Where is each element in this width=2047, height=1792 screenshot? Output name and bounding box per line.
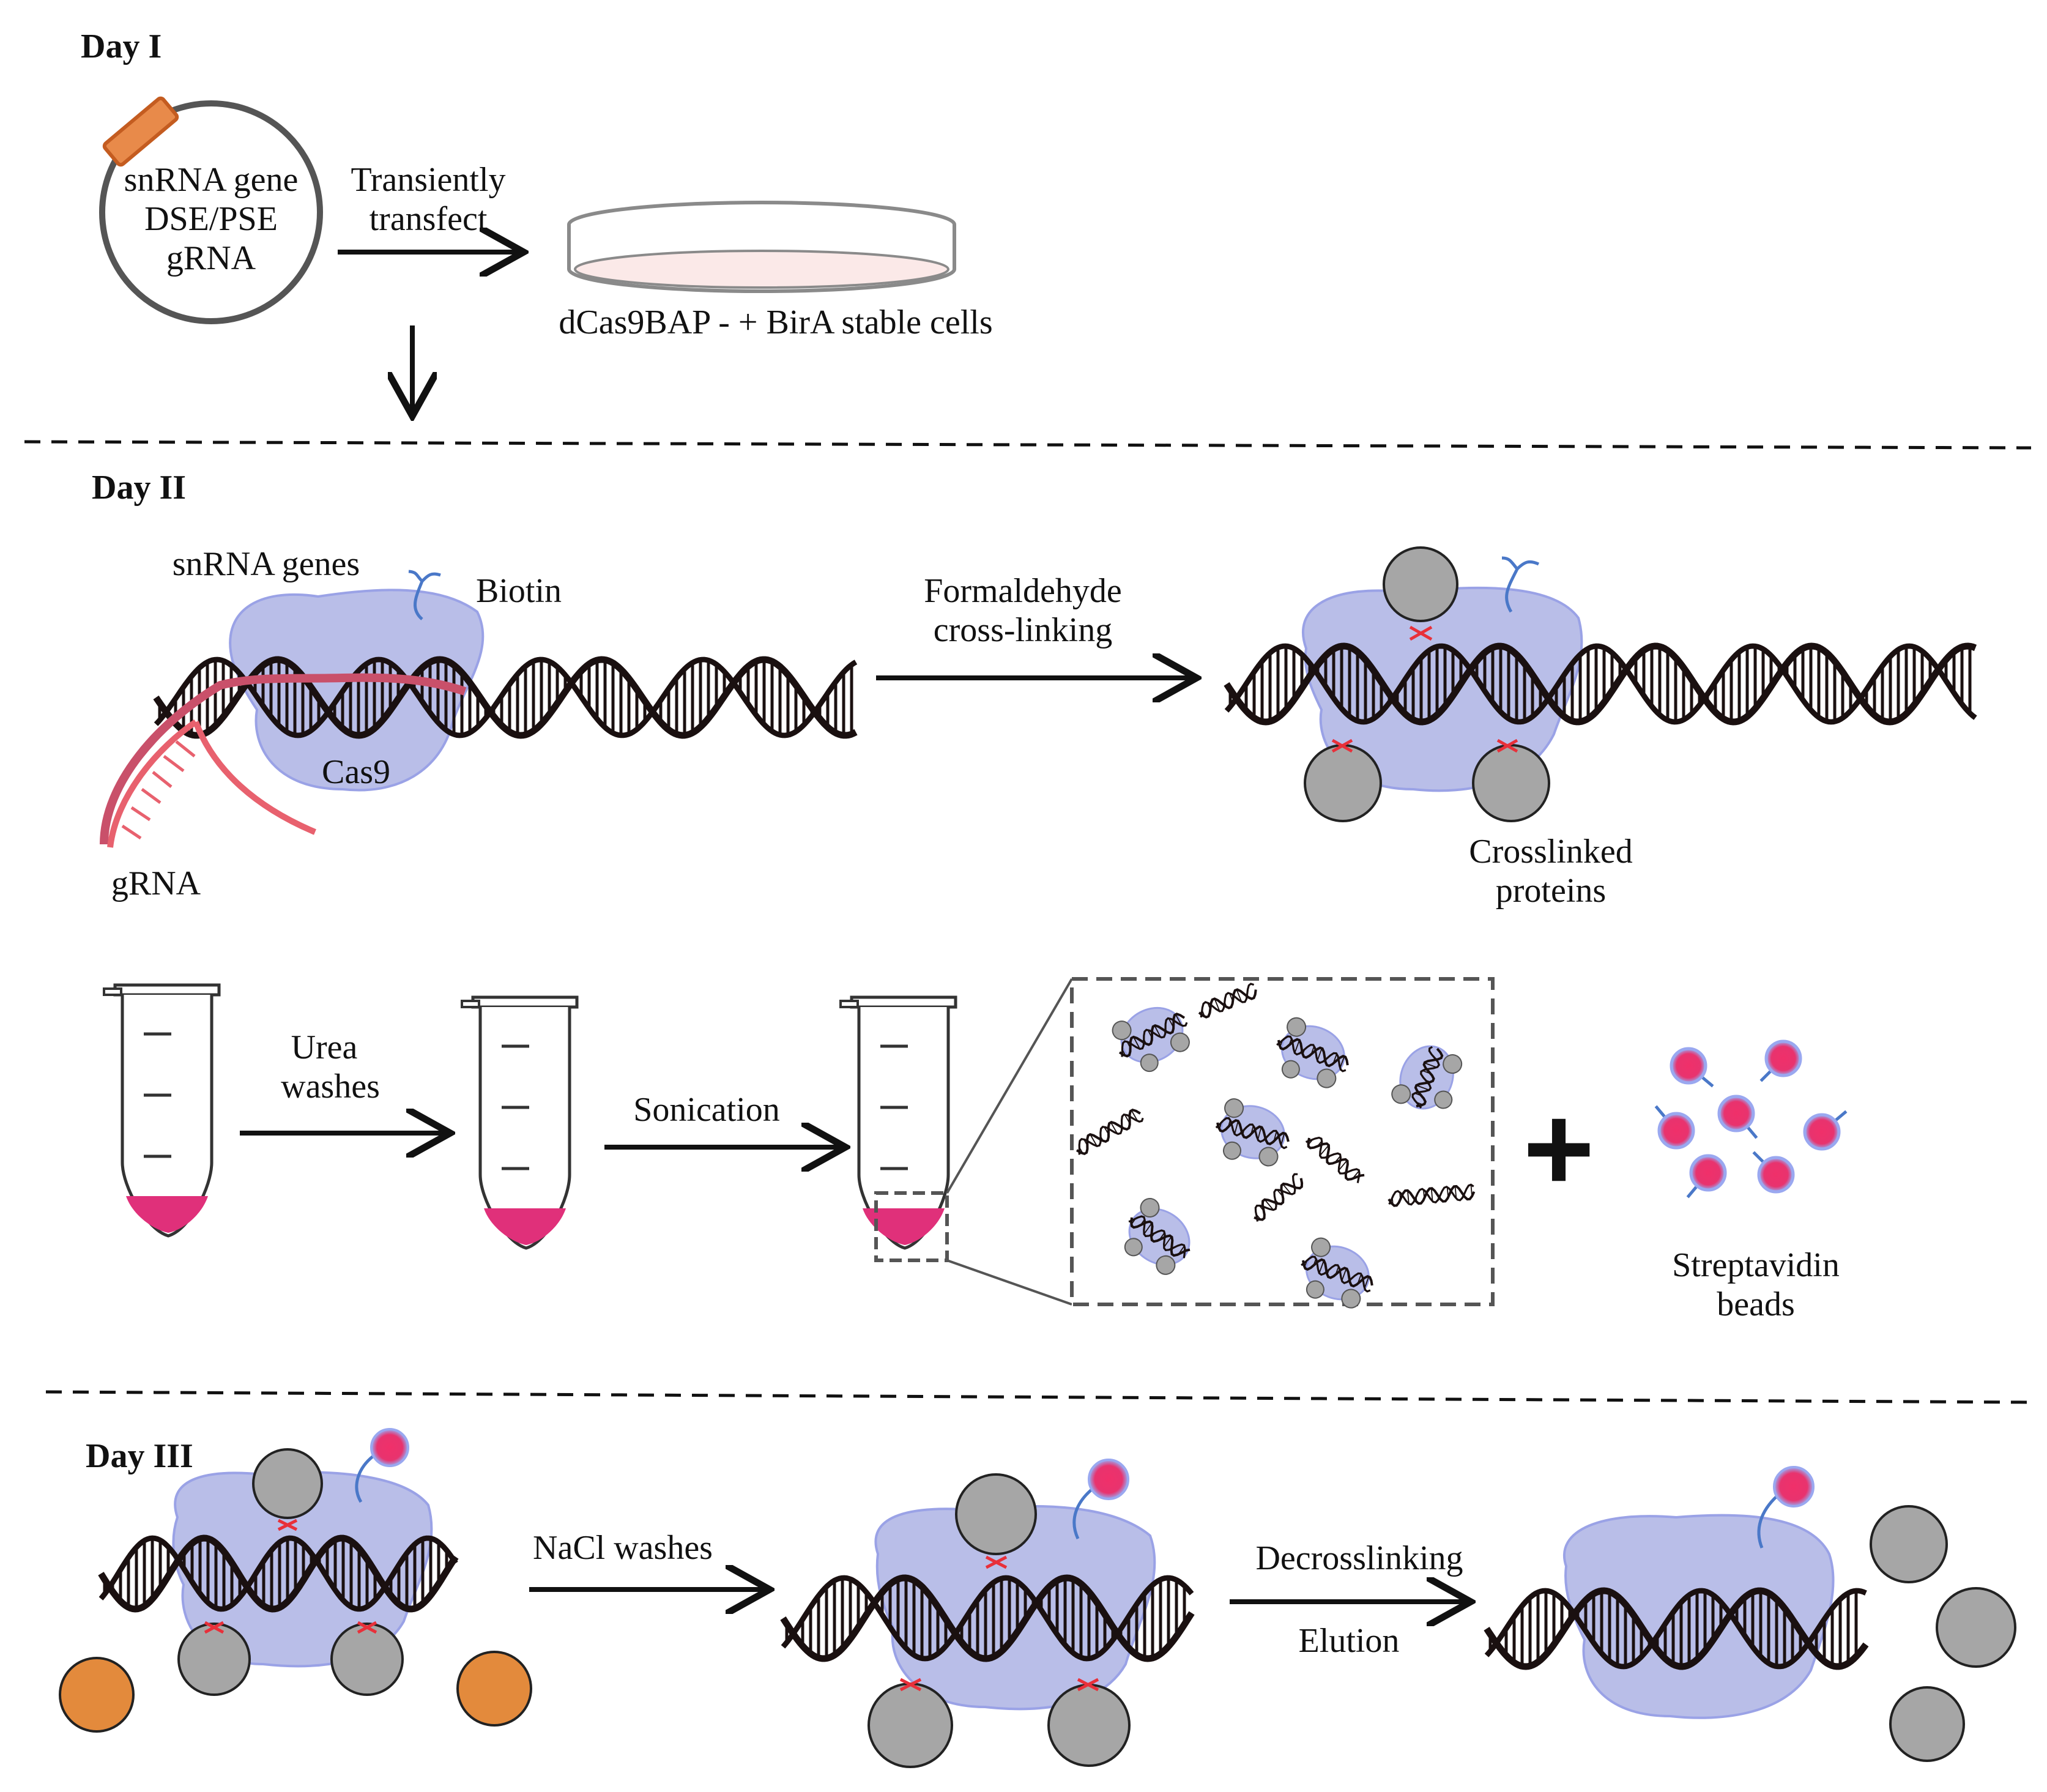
orange-bead-left: [59, 1657, 135, 1733]
day3-2-protein-right: [1047, 1684, 1131, 1767]
dna-fragment: [1215, 1098, 1290, 1167]
dna-helix-day3-3: [1484, 1587, 1869, 1670]
dna-fragment: [1112, 1006, 1190, 1073]
streptavidin-bead: [1686, 1154, 1727, 1199]
dna-fragment: [1076, 1108, 1144, 1156]
day3-2-linker: [1072, 1485, 1096, 1540]
crosslinked-label-line1: Crosslinked: [1469, 833, 1633, 871]
transfect-label-line2: transfect: [370, 200, 488, 238]
plus-sign: +: [1523, 1080, 1595, 1217]
urea-label-line2: washes: [281, 1068, 380, 1106]
streptavidin-bead: [1670, 1047, 1714, 1088]
grna-label: gRNA: [111, 864, 201, 902]
divider-2: [45, 1390, 2032, 1404]
grna-rungs: [121, 740, 196, 840]
plasmid-insert: [102, 96, 179, 167]
day3-3-linker: [1757, 1495, 1778, 1548]
elution-label: Elution: [1299, 1622, 1400, 1660]
streptavidin-bead: [1654, 1105, 1695, 1150]
snrna-genes-label: snRNA genes: [173, 545, 360, 583]
crosslinked-protein-bottom-left: [1304, 744, 1382, 822]
crosslinked-biotin-icon: [1501, 556, 1540, 613]
nacl-label: NaCl washes: [533, 1529, 713, 1567]
beads-label-line1: Streptavidin: [1672, 1246, 1840, 1284]
streptavidin-bead: [1752, 1151, 1795, 1194]
day3-1-linker: [355, 1455, 374, 1503]
released-protein-3: [1889, 1686, 1965, 1762]
dna-helix-crosslinked: [1224, 642, 1977, 726]
released-protein-1: [1870, 1505, 1948, 1583]
day3-1-protein-top: [252, 1448, 323, 1519]
dna-fragment: [1301, 1237, 1373, 1309]
day3-1-protein-right: [330, 1623, 404, 1696]
crosslinked-complex: [1224, 546, 1977, 822]
day3-2-crosslinks: [899, 1555, 1099, 1692]
crosslink-marks: [1331, 625, 1518, 753]
crosslink-label-line2: cross-linking: [934, 611, 1112, 649]
plasmid-label-line1: snRNA gene: [124, 161, 299, 199]
dna-fragment: [1391, 1045, 1463, 1110]
plasmid-label-line2: DSE/PSE: [144, 200, 278, 238]
day-1-heading: Day I: [81, 28, 162, 65]
streptavidin-bead: [1759, 1039, 1802, 1082]
crosslinked-label-line2: proteins: [1496, 872, 1606, 910]
day-3-heading: Day III: [86, 1437, 193, 1475]
tube-3: [839, 995, 957, 1250]
plasmid: snRNA gene DSE/PSE gRNA: [99, 96, 323, 324]
tube-2: [461, 995, 579, 1250]
day-2-heading: Day II: [92, 469, 186, 507]
day3-complex-2: [780, 1459, 1195, 1768]
zoom-line-bottom: [946, 1259, 1072, 1306]
dna-helix-day3-2: [780, 1574, 1195, 1662]
plasmid-label-line3: gRNA: [166, 239, 256, 277]
streptavidin-beads: [1654, 1039, 1848, 1199]
urea-label-line1: Urea: [291, 1028, 358, 1066]
zoom-line-top: [946, 978, 1073, 1194]
biotin-label: Biotin: [476, 572, 562, 610]
streptavidin-bead: [1717, 1095, 1758, 1139]
decross-label: Decrosslinking: [1255, 1539, 1463, 1577]
sonicated-fragments: [1076, 983, 1476, 1309]
cells-label: dCas9BAP - + BirA stable cells: [559, 303, 992, 341]
dna-fragment: [1198, 983, 1257, 1019]
dna-fragment: [1124, 1198, 1191, 1275]
day3-2-protein-left: [867, 1682, 953, 1768]
orange-bead-right: [456, 1651, 532, 1727]
biotin-icon: [408, 570, 441, 620]
divider-1: [24, 440, 2032, 450]
dna-fragment: [1276, 1017, 1349, 1088]
dna-fragment: [1254, 1173, 1304, 1222]
grna-strand: [100, 673, 467, 845]
day3-1-protein-left: [177, 1623, 251, 1696]
petri-dish: [567, 201, 956, 293]
day3-complex-1: [59, 1428, 532, 1733]
dna-fragment: [1388, 1183, 1476, 1207]
day3-2-bead: [1088, 1459, 1129, 1500]
crosslinked-protein-bottom-right: [1472, 744, 1550, 822]
tube-zoom-box: [874, 1191, 949, 1262]
crosslink-label-line1: Formaldehyde: [924, 572, 1121, 610]
released-protein-2: [1936, 1587, 2016, 1668]
grna-stem-loop: [107, 719, 316, 848]
day3-2-protein-top: [955, 1473, 1037, 1555]
cas9-blob: [229, 589, 485, 792]
beads-label-line2: beads: [1717, 1285, 1795, 1323]
crosslinked-protein-top: [1383, 546, 1458, 622]
day3-3-bead: [1773, 1466, 1815, 1508]
sonication-label: Sonication: [633, 1091, 780, 1129]
streptavidin-bead: [1803, 1110, 1848, 1151]
tube-1: [103, 983, 221, 1238]
dna-helix-day3-1: [98, 1534, 459, 1613]
dna-fragment: [1306, 1136, 1365, 1183]
day3-1-crosslinks: [204, 1519, 377, 1634]
day3-complex-3: [1484, 1466, 1869, 1719]
cas9-complex: [100, 570, 858, 848]
cas9-label: Cas9: [322, 753, 390, 791]
transfect-label-line1: Transiently: [351, 161, 505, 199]
day3-1-bead: [370, 1428, 409, 1467]
